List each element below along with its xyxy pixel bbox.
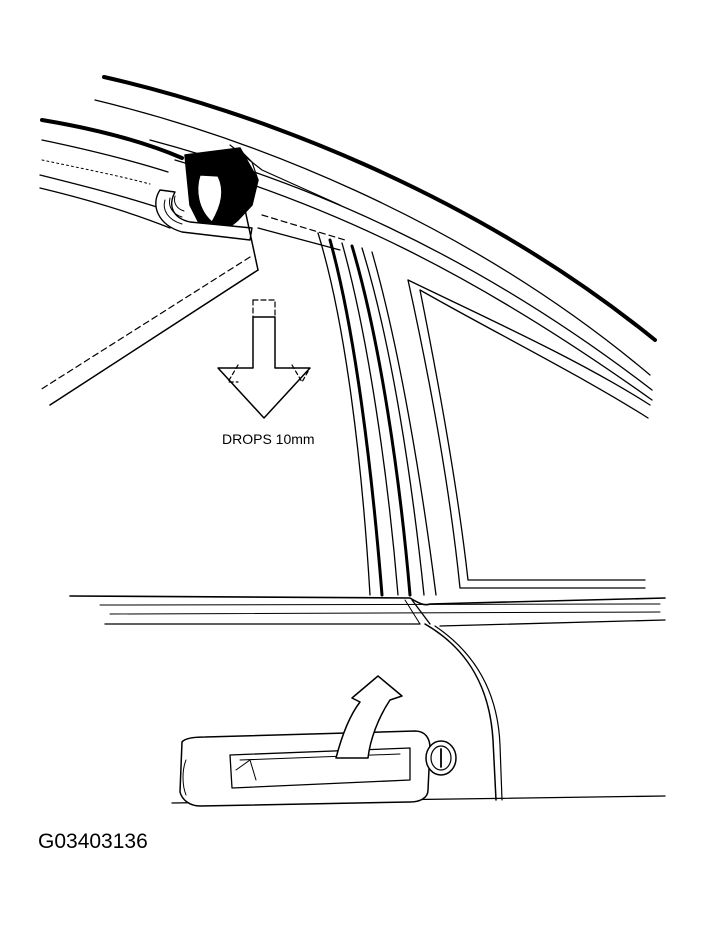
rear-window-frame (407, 279, 651, 589)
weatherstrip-tube (39, 118, 184, 229)
window-glass (39, 204, 346, 406)
key-lock-icon (425, 740, 457, 776)
b-pillar (317, 232, 437, 597)
drop-distance-label: DROPS 10mm (222, 431, 315, 447)
figure-code: G03403136 (38, 830, 148, 853)
door-handle (179, 730, 431, 807)
roof-rail (94, 75, 657, 401)
lift-arrow (335, 675, 403, 759)
drop-arrow (217, 299, 311, 419)
belt-line (69, 595, 666, 627)
